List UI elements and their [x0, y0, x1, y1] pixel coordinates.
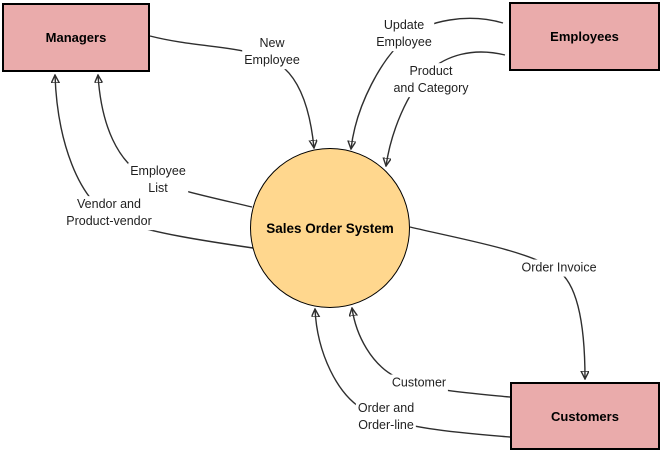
flow-order-invoice-label[interactable]: Order Invoice — [519, 259, 599, 277]
flow-employee-list-label[interactable]: Employee List — [128, 163, 188, 197]
entity-employees-label: Employees — [550, 29, 619, 44]
flow-vendor-and-product-vendor-label[interactable]: Vendor and Product-vendor — [64, 196, 154, 230]
flow-product-and-category-label[interactable]: Product and Category — [391, 63, 471, 97]
entity-employees[interactable]: Employees — [509, 2, 660, 71]
entity-customers[interactable]: Customers — [510, 382, 660, 450]
flow-order-and-order-line-label[interactable]: Order and Order-line — [355, 400, 417, 434]
process-sales-order-system[interactable]: Sales Order System — [250, 148, 410, 308]
entity-managers[interactable]: Managers — [2, 3, 150, 72]
flow-update-employee-label[interactable]: Update Employee — [374, 17, 434, 51]
process-sales-order-system-label: Sales Order System — [266, 220, 394, 236]
entity-managers-label: Managers — [45, 30, 107, 45]
flow-customer-label[interactable]: Customer — [389, 374, 449, 392]
entity-customers-label: Customers — [551, 408, 619, 424]
flow-order-invoice-edge[interactable] — [409, 226, 585, 379]
flow-new-employee-label[interactable]: New Employee — [242, 35, 302, 69]
